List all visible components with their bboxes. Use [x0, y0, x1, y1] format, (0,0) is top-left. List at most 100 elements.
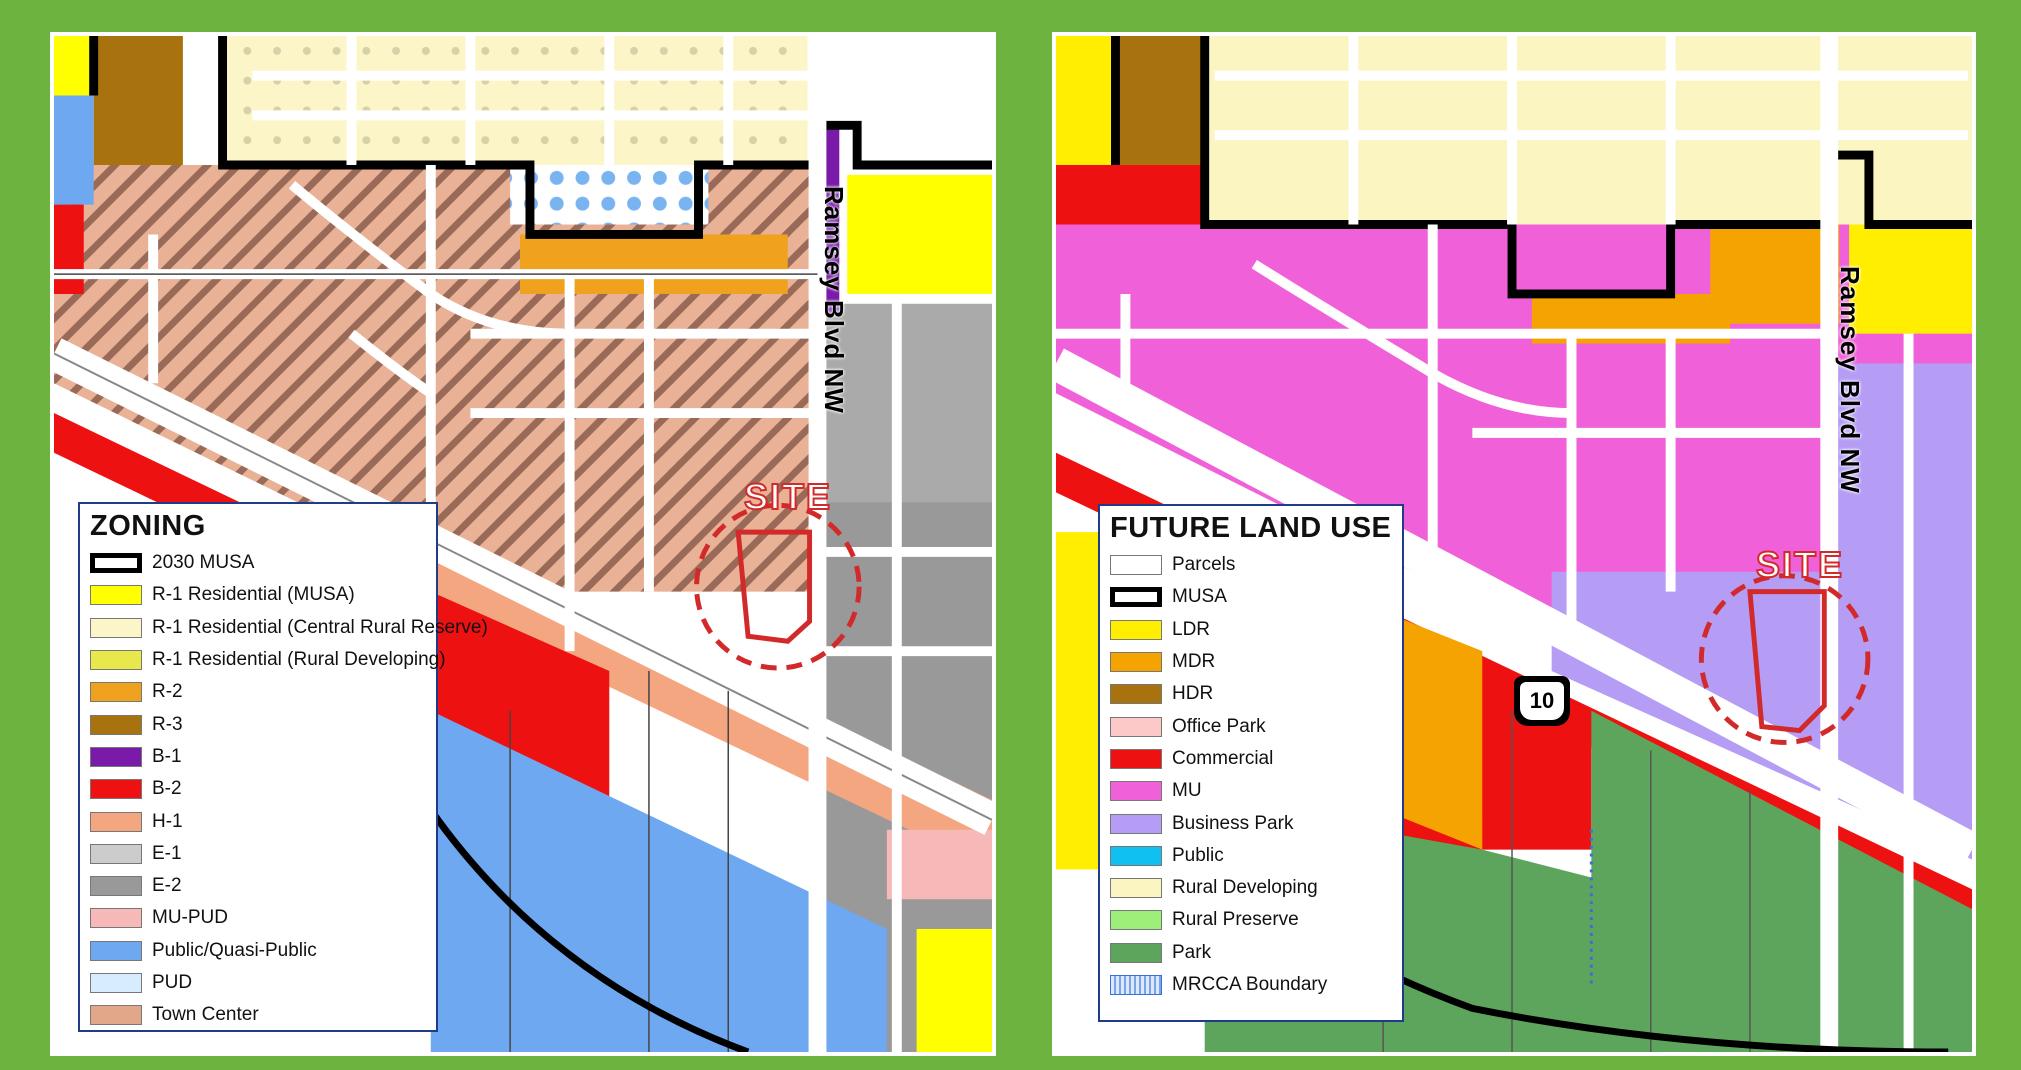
- street-label-ramsey-blvd: Ramsey Blvd NW: [819, 186, 849, 414]
- zoning-legend-label: Public/Quasi-Public: [152, 939, 317, 961]
- land-use-legend-row: Commercial: [1110, 743, 1392, 775]
- zoning-legend-row: 2030 MUSA: [90, 547, 426, 579]
- land-use-legend-label: Rural Developing: [1172, 877, 1318, 899]
- land-use-legend-row: MRCCA Boundary: [1110, 969, 1392, 1001]
- land-use-legend-swatch: [1110, 748, 1162, 769]
- zoning-legend-swatch: [90, 746, 142, 767]
- land-use-legend-swatch: [1110, 813, 1162, 834]
- land-use-legend-row: Park: [1110, 937, 1392, 969]
- zoning-legend-label: R-1 Residential (Rural Developing): [152, 649, 446, 671]
- zoning-legend-label: B-1: [152, 745, 182, 767]
- highway-number: 10: [1520, 682, 1564, 720]
- zoning-legend-row: PUD: [90, 967, 426, 999]
- land-use-legend-label: Rural Preserve: [1172, 909, 1299, 931]
- land-use-legend-swatch: [1110, 942, 1162, 963]
- zoning-legend-row: Town Center: [90, 999, 426, 1031]
- zoning-legend-row: MU-PUD: [90, 902, 426, 934]
- zoning-legend-row: Public/Quasi-Public: [90, 935, 426, 967]
- zoning-legend-label: H-1: [152, 810, 183, 832]
- zoning-legend-items: 2030 MUSA R-1 Residential (MUSA) R-1 Resid…: [90, 547, 488, 1031]
- land-use-legend-swatch: [1110, 975, 1162, 995]
- land-use-legend-label: Business Park: [1172, 812, 1294, 834]
- land-use-legend-label: HDR: [1172, 683, 1214, 705]
- zoning-legend-label: R-1 Residential (MUSA): [152, 584, 355, 606]
- land-use-legend-row: Business Park: [1110, 807, 1392, 839]
- street-label-ramsey-blvd: Ramsey Blvd NW: [1835, 266, 1865, 494]
- zoning-legend-label: E-1: [152, 842, 182, 864]
- land-use-legend-swatch: [1110, 555, 1162, 576]
- zoning-legend-swatch: [90, 585, 142, 606]
- zoning-legend-label: PUD: [152, 972, 193, 993]
- zoning-legend-swatch: [90, 1005, 142, 1026]
- zoning-legend-row: E-2: [90, 870, 426, 902]
- zoning-legend-swatch: [90, 876, 142, 897]
- zoning-legend-row: B-1: [90, 741, 426, 773]
- zoning-legend-swatch: [90, 973, 142, 993]
- land-use-legend-row: Public: [1110, 840, 1392, 872]
- zoning-legend-row: R-1 Residential (Rural Developing): [90, 644, 446, 676]
- zoning-legend-label: R-3: [152, 713, 183, 735]
- land-use-legend-label: MRCCA Boundary: [1172, 974, 1328, 995]
- land-use-legend-swatch: [1110, 781, 1162, 802]
- zoning-map[interactable]: Ramsey Blvd NW SITE ZONING 2030 MUSA R-1 …: [50, 32, 996, 1056]
- zoning-legend-row: H-1: [90, 805, 426, 837]
- land-use-legend-swatch: [1110, 845, 1162, 866]
- land-use-legend-title: FUTURE LAND USE: [1110, 512, 1392, 544]
- site-label: SITE: [743, 475, 833, 518]
- land-use-legend-label: Office Park: [1172, 715, 1266, 737]
- land-use-legend-label: MU: [1172, 780, 1202, 802]
- land-use-legend-swatch: [1110, 878, 1162, 899]
- zoning-legend: ZONING 2030 MUSA R-1 Residential (MUSA) R-…: [78, 502, 488, 1032]
- land-use-legend-label: Park: [1172, 941, 1212, 963]
- land-use-legend-row: MU: [1110, 775, 1392, 807]
- land-use-legend-label: LDR: [1172, 618, 1211, 640]
- land-use-legend-row: MUSA: [1110, 581, 1392, 613]
- land-use-legend-swatch: [1110, 716, 1162, 737]
- zoning-legend-swatch: [90, 682, 142, 703]
- zoning-legend-swatch: [90, 843, 142, 864]
- land-use-legend-label: Commercial: [1172, 747, 1274, 769]
- land-use-legend-row: Rural Preserve: [1110, 904, 1392, 936]
- zoning-legend-row: B-2: [90, 773, 426, 805]
- zoning-legend-swatch: [90, 940, 142, 961]
- land-use-legend-row: LDR: [1110, 614, 1392, 646]
- zoning-legend-label: E-2: [152, 875, 182, 897]
- zoning-legend-label: Town Center: [152, 1004, 259, 1026]
- land-use-legend-row: HDR: [1110, 678, 1392, 710]
- residential-rural-reserve-zone: [222, 36, 808, 165]
- zoning-legend-row: R-1 Residential (MUSA): [90, 579, 426, 611]
- land-use-legend-row: Parcels: [1110, 549, 1392, 581]
- zoning-legend-swatch: [90, 779, 142, 800]
- land-use-legend-swatch: [1110, 619, 1162, 640]
- zoning-legend-swatch: [90, 714, 142, 735]
- site-label: SITE: [1755, 543, 1845, 586]
- future-land-use-map[interactable]: Ramsey Blvd NW SITE 10 FUTURE LAND USE P…: [1052, 32, 1976, 1056]
- zoning-legend-title: ZONING: [90, 510, 206, 542]
- us-highway-10-shield-icon: 10: [1514, 676, 1570, 726]
- zoning-legend-label: MU-PUD: [152, 907, 228, 929]
- zoning-legend-swatch: [90, 908, 142, 929]
- zoning-legend-swatch: [90, 811, 142, 832]
- land-use-legend-swatch: [1110, 684, 1162, 705]
- zoning-legend-swatch: [90, 553, 142, 574]
- land-use-legend-swatch: [1110, 652, 1162, 673]
- zoning-legend-row: E-1: [90, 838, 426, 870]
- land-use-legend-swatch: [1110, 910, 1162, 931]
- zoning-legend-row: R-3: [90, 708, 426, 740]
- zoning-legend-swatch: [90, 617, 142, 638]
- land-use-legend-label: MUSA: [1172, 586, 1227, 608]
- land-use-legend-label: MDR: [1172, 651, 1216, 673]
- zoning-legend-label: R-1 Residential (Central Rural Reserve): [152, 616, 488, 638]
- land-use-legend-swatch: [1110, 587, 1162, 608]
- zoning-legend-label: R-2: [152, 681, 183, 703]
- land-use-legend-row: Office Park: [1110, 710, 1392, 742]
- land-use-legend-label: Parcels: [1172, 554, 1236, 576]
- land-use-legend-row: MDR: [1110, 646, 1392, 678]
- zoning-legend-swatch: [90, 650, 142, 671]
- zoning-legend-label: B-2: [152, 778, 182, 800]
- land-use-legend-label: Public: [1172, 844, 1224, 866]
- zoning-legend-row: R-2: [90, 676, 426, 708]
- zoning-legend-row: R-1 Residential (Central Rural Reserve): [90, 612, 488, 644]
